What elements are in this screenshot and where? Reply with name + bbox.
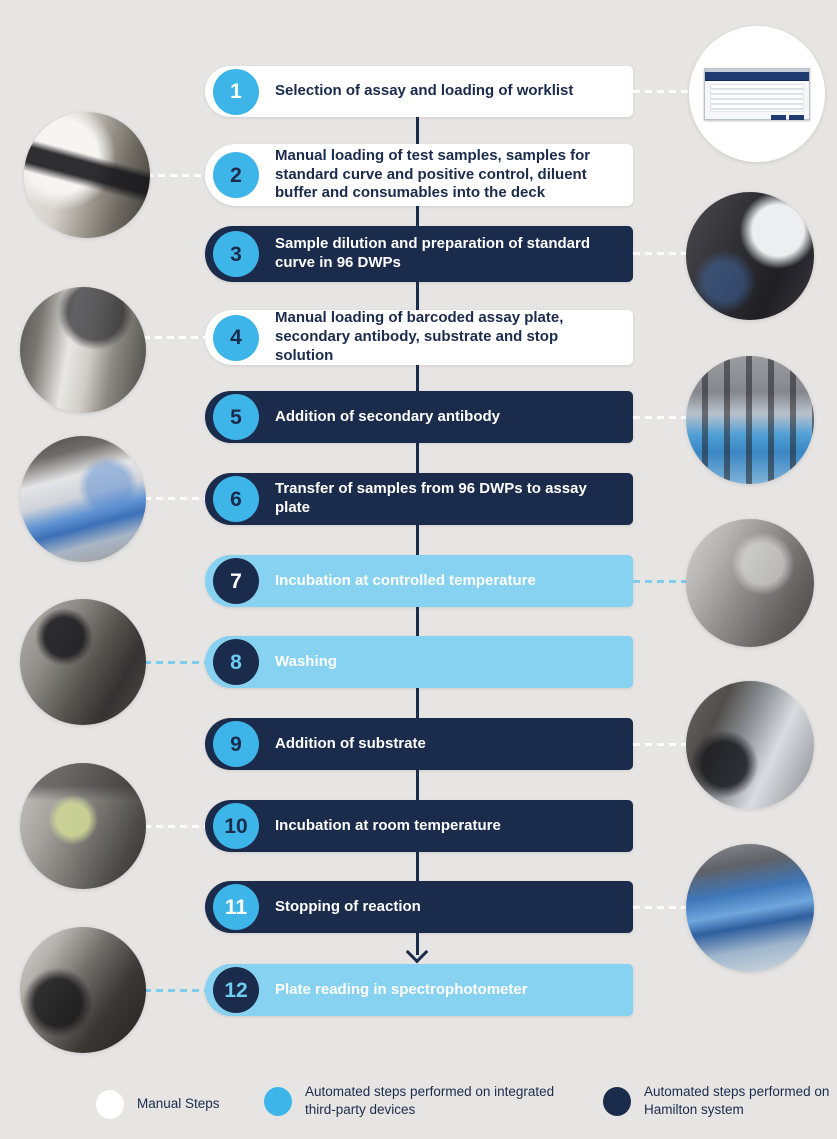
step-label-10: Incubation at room temperature (275, 816, 501, 834)
dash-connector-step-4 (143, 336, 205, 339)
photo-step-3-tube-racks (686, 192, 814, 320)
photo-step-1-worklist-software (689, 26, 825, 162)
step-label-4: Manual loading of barcoded assay plate, … (275, 309, 564, 364)
legend-dot-manual (96, 1090, 124, 1119)
step-bar-8: 8 Washing (205, 636, 633, 688)
flow-connector-3-4 (416, 282, 419, 310)
flow-connector-1-2 (416, 117, 419, 144)
step-number-10: 10 (213, 803, 259, 849)
flow-connector-10-11 (416, 852, 419, 881)
step-number-8: 8 (213, 639, 259, 685)
step-number-7: 7 (213, 558, 259, 604)
flow-connector-4-5 (416, 365, 419, 391)
photo-step-11-reagent-racks (686, 844, 814, 972)
step-label-2: Manual loading of test samples, samples … (275, 146, 591, 202)
step-number-1: 1 (213, 68, 259, 115)
dash-connector-step-8 (144, 661, 205, 664)
window-buttons (705, 115, 804, 120)
photo-step-7-incubator (686, 519, 814, 647)
step-label-12: Plate reading in spectrophotometer (275, 980, 528, 998)
legend-item-third-party: Automated steps performed on integrated … (264, 1083, 564, 1119)
dash-connector-step-10 (144, 825, 205, 828)
step-bar-9: 9 Addition of substrate (205, 718, 633, 770)
dash-connector-step-2 (146, 174, 205, 177)
flow-connector-5-6 (416, 443, 419, 473)
dash-connector-step-5 (633, 416, 689, 419)
step-bar-12: 12 Plate reading in spectrophotometer (205, 964, 633, 1016)
dash-connector-step-6 (144, 497, 205, 500)
flow-connector-11-12 (416, 933, 419, 955)
legend-dot-hamilton (603, 1086, 631, 1116)
photo-step-6-deck-racks (20, 436, 146, 562)
step-number-9: 9 (213, 721, 259, 767)
step-label-6: Transfer of samples from 96 DWPs to assa… (275, 480, 587, 516)
step-label-3: Sample dilution and preparation of stand… (275, 235, 591, 271)
legend-item-manual: Manual Steps (96, 1090, 286, 1119)
photo-step-12-spectrophotometer (20, 927, 146, 1053)
step-bar-5: 5 Addition of secondary antibody (205, 391, 633, 443)
step-number-11: 11 (213, 884, 259, 930)
step-label-1: Selection of assay and loading of workli… (275, 82, 574, 100)
step-bar-11: 11 Stopping of reaction (205, 881, 633, 933)
step-number-12: 12 (213, 967, 259, 1013)
window-titlebar (705, 72, 809, 81)
flow-connector-9-10 (416, 770, 419, 800)
step-bar-2: 2 Manual loading of test samples, sample… (205, 144, 633, 206)
legend-dot-third-party (264, 1086, 292, 1116)
photo-step-5-pipetting-head (686, 356, 814, 484)
step-label-7: Incubation at controlled temperature (275, 571, 536, 589)
step-number-3: 3 (213, 231, 259, 277)
dash-connector-step-11 (633, 906, 689, 909)
step-number-6: 6 (213, 476, 259, 522)
step-bar-7: 7 Incubation at controlled temperature (205, 555, 633, 607)
legend-label-manual: Manual Steps (137, 1096, 220, 1112)
dash-connector-step-12 (144, 989, 205, 992)
dash-connector-step-9 (633, 743, 689, 746)
photo-step-4-operator-loading-plate (20, 287, 146, 413)
step-bar-1: 1 Selection of assay and loading of work… (205, 66, 633, 117)
legend-label-third-party: Automated steps performed on integrated … (305, 1084, 555, 1118)
dash-connector-step-7 (633, 580, 689, 583)
step-bar-6: 6 Transfer of samples from 96 DWPs to as… (205, 473, 633, 525)
window-top-strip (705, 69, 809, 72)
flow-connector-7-8 (416, 607, 419, 636)
flow-connector-8-9 (416, 688, 419, 718)
step-label-11: Stopping of reaction (275, 897, 421, 915)
step-label-5: Addition of secondary antibody (275, 407, 501, 425)
photo-step-10-plate-instrument (20, 763, 146, 889)
photo-step-9-deck-troughs (686, 681, 814, 809)
flow-connector-6-7 (416, 525, 419, 555)
step-number-5: 5 (213, 394, 259, 440)
step-label-8: Washing (275, 652, 337, 670)
legend-item-hamilton: Automated steps performed on Hamilton sy… (603, 1083, 833, 1119)
arrow-down-icon (405, 940, 429, 964)
legend-label-hamilton: Automated steps performed on Hamilton sy… (644, 1084, 830, 1118)
photo-step-2-operator-loading-samples (24, 112, 150, 238)
dash-connector-step-1 (633, 90, 697, 93)
dash-connector-step-3 (633, 252, 689, 255)
step-bar-10: 10 Incubation at room temperature (205, 800, 633, 852)
photo-step-8-washer-device (20, 599, 146, 725)
step-bar-4: 4 Manual loading of barcoded assay plate… (205, 309, 633, 365)
step-label-9: Addition of substrate (275, 734, 426, 752)
step-bar-3: 3 Sample dilution and preparation of sta… (205, 226, 633, 282)
window-table-rows (710, 84, 804, 112)
worklist-software-window (704, 68, 810, 120)
flow-connector-2-3 (416, 206, 419, 226)
step-number-2: 2 (213, 152, 259, 198)
step-number-4: 4 (213, 314, 259, 361)
